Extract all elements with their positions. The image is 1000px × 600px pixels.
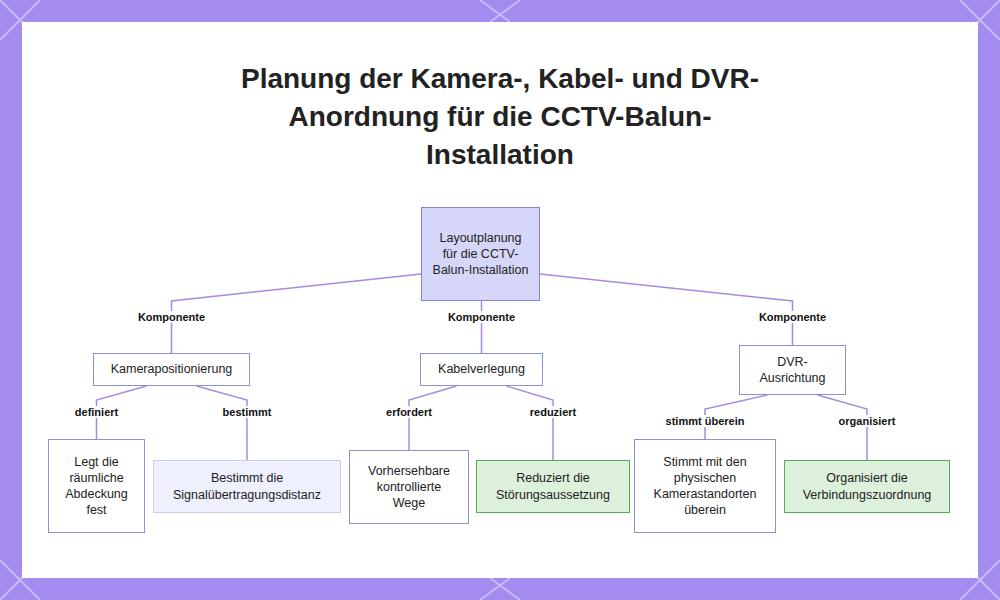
node-text: Kabelverlegung bbox=[438, 361, 525, 377]
node-text: Stimmt mit den physischen Kamerastandort… bbox=[649, 454, 761, 519]
edge-label: bestimmt bbox=[220, 406, 275, 418]
node-text: Kamerapositionierung bbox=[111, 361, 233, 377]
connector-line bbox=[172, 274, 422, 353]
concept-box: Vorhersehbare kontrollierte Wege bbox=[349, 450, 469, 524]
edge-label: organisiert bbox=[836, 415, 899, 427]
node-text: Bestimmt die Signalübertragungsdistanz bbox=[162, 470, 332, 503]
edge-label: definiert bbox=[72, 406, 121, 418]
node-text: Layoutplanung für die CCTV-Balun-Install… bbox=[432, 230, 529, 279]
concept-box: Kamerapositionierung bbox=[93, 353, 250, 386]
connector-line bbox=[197, 386, 248, 460]
connector-line bbox=[409, 386, 457, 450]
connector-line bbox=[481, 301, 483, 353]
connector-line bbox=[540, 274, 793, 345]
concept-box: Legt die räumliche Abdeckung fest bbox=[48, 439, 145, 533]
connector-line bbox=[818, 395, 868, 460]
concept-box: Bestimmt die Signalübertragungsdistanz bbox=[153, 460, 341, 513]
concept-box: Organisiert die Verbindungszuordnung bbox=[784, 460, 950, 513]
concept-box: DVR-Ausrichtung bbox=[739, 345, 846, 395]
node-text: DVR-Ausrichtung bbox=[754, 354, 831, 387]
edge-label: stimmt überein bbox=[663, 415, 748, 427]
edge-label: erfordert bbox=[383, 406, 435, 418]
white-panel bbox=[22, 22, 978, 578]
connector-line bbox=[507, 386, 554, 460]
node-text: Organisiert die Verbindungszuordnung bbox=[793, 470, 941, 503]
concept-box: Reduziert die Störungsaussetzung bbox=[476, 460, 630, 513]
node-text: Reduziert die Störungsaussetzung bbox=[487, 470, 619, 503]
concept-box: Kabelverlegung bbox=[420, 353, 543, 386]
edge-label: Komponente bbox=[445, 311, 518, 323]
edge-label: reduziert bbox=[527, 406, 579, 418]
concept-box: Stimmt mit den physischen Kamerastandort… bbox=[634, 439, 776, 533]
edge-label: Komponente bbox=[135, 311, 208, 323]
root-box: Layoutplanung für die CCTV-Balun-Install… bbox=[421, 207, 540, 301]
node-text: Legt die räumliche Abdeckung fest bbox=[61, 454, 132, 519]
diagram-title: Planung der Kamera-, Kabel- und DVR-Anor… bbox=[225, 60, 775, 173]
edge-label: Komponente bbox=[756, 311, 829, 323]
node-text: Vorhersehbare kontrollierte Wege bbox=[364, 463, 454, 512]
